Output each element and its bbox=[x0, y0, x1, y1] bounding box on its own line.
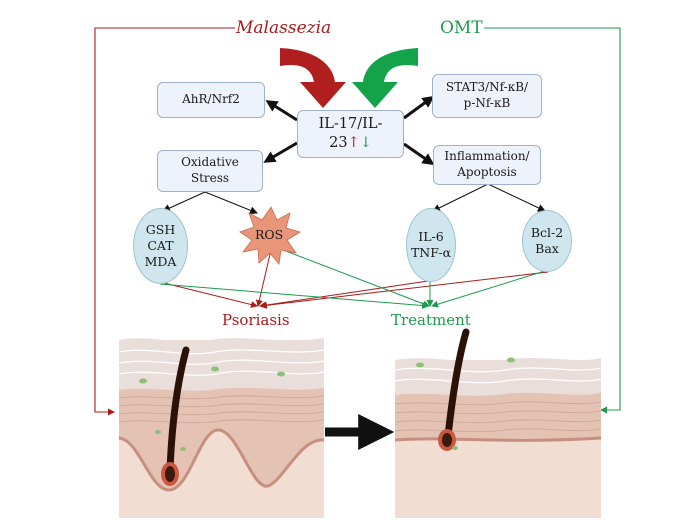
cytokines-ellipse: IL-6 TNF-α bbox=[406, 208, 456, 282]
green-convergence-lines bbox=[159, 247, 549, 309]
arrow-to-ahr bbox=[265, 100, 298, 122]
ros-label: ROS bbox=[255, 227, 284, 242]
oxidative-markers-list: GSH CAT MDA bbox=[145, 222, 177, 271]
malassezia-curved-arrow bbox=[280, 48, 346, 108]
inflammation-line1: Inflammation/ bbox=[444, 149, 530, 164]
arrow-to-inflammation bbox=[403, 142, 435, 166]
ahr-nrf2-box: AhR/Nrf2 bbox=[157, 82, 265, 118]
inflammation-apoptosis-label: Inflammation/ Apoptosis bbox=[444, 149, 529, 180]
arrow-oxidative-to-ros bbox=[204, 191, 258, 215]
psoriasis-skin-illustration bbox=[118, 338, 325, 518]
omt-label: OMT bbox=[440, 18, 483, 38]
treated-skin-illustration bbox=[394, 328, 602, 518]
red-convergence-lines bbox=[159, 249, 549, 309]
stat3-nfkb-label: STAT3/Nf-κB/ p-Nf-κB bbox=[446, 80, 528, 111]
arrow-inflammation-to-bcl2 bbox=[487, 183, 546, 212]
ahr-nrf2-label: AhR/Nrf2 bbox=[182, 92, 240, 107]
ros-starburst bbox=[239, 206, 301, 265]
arrow-to-oxidative bbox=[263, 141, 298, 163]
arrow-inflammation-to-il6 bbox=[432, 183, 489, 212]
oxidative-markers-ellipse: GSH CAT MDA bbox=[133, 208, 188, 284]
marker-bcl2: Bcl-2 bbox=[530, 224, 564, 240]
marker-tnfa: TNF-α bbox=[410, 245, 452, 260]
omt-curved-arrow bbox=[352, 48, 418, 108]
oxidative-stress-box: Oxidative Stress bbox=[157, 150, 263, 192]
il17-il23-box: IL-17/IL-23↑↓ bbox=[297, 110, 404, 158]
inflammation-apoptosis-box: Inflammation/ Apoptosis bbox=[433, 145, 541, 185]
stat3-nfkb-box: STAT3/Nf-κB/ p-Nf-κB bbox=[432, 74, 542, 118]
apoptosis-markers-list: Bcl-2 Bax bbox=[531, 225, 563, 258]
down-regulation-arrow: ↓ bbox=[359, 135, 372, 151]
oxidative-stress-label: Oxidative Stress bbox=[181, 155, 239, 186]
stat3-line2: p-Nf-κB bbox=[463, 96, 511, 110]
marker-bax: Bax bbox=[535, 241, 559, 256]
treatment-label: Treatment bbox=[391, 311, 471, 329]
marker-gsh: GSH bbox=[145, 221, 176, 237]
marker-cat: CAT bbox=[147, 237, 174, 253]
oxidative-line2: Stress bbox=[190, 171, 230, 185]
treatment-feedback-line bbox=[484, 27, 621, 414]
up-regulation-arrow: ↑ bbox=[347, 135, 360, 151]
oxidative-line1: Oxidative bbox=[181, 155, 239, 170]
marker-mda: MDA bbox=[144, 254, 177, 270]
il17-il23-text: IL-17/IL-23 bbox=[318, 116, 383, 151]
stat3-line1: STAT3/Nf-κB/ bbox=[445, 80, 529, 95]
disease-feedback-line bbox=[94, 27, 235, 416]
psoriasis-label: Psoriasis bbox=[222, 311, 290, 329]
arrow-to-stat3 bbox=[403, 95, 435, 120]
malassezia-label: Malassezia bbox=[236, 18, 332, 38]
inflammation-line2: Apoptosis bbox=[457, 165, 517, 179]
cytokines-list: IL-6 TNF-α bbox=[411, 229, 451, 262]
marker-il6: IL-6 bbox=[418, 228, 444, 244]
il17-il23-label: IL-17/IL-23↑↓ bbox=[298, 115, 403, 153]
arrow-oxidative-to-gsh bbox=[162, 191, 206, 212]
apoptosis-markers-ellipse: Bcl-2 Bax bbox=[522, 210, 572, 272]
